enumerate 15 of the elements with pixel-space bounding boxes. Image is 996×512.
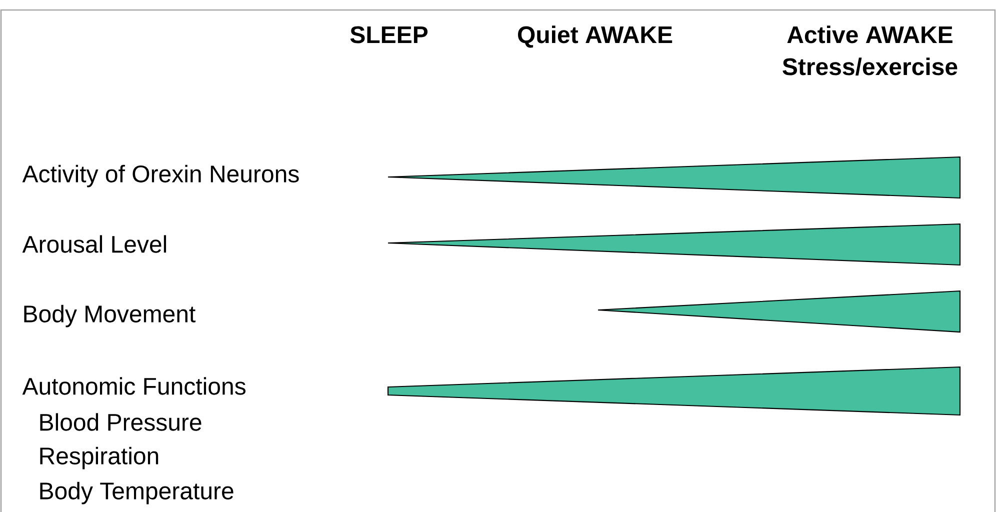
row-label: Body Movement [24, 304, 196, 328]
row-label: Autonomic Functions [22, 377, 246, 395]
wedge [387, 156, 961, 199]
row-label: Blood Pressure [40, 413, 202, 431]
wedge [387, 223, 961, 266]
row-label: Respiration [40, 446, 158, 470]
column-header: Active AWAKE [787, 26, 952, 44]
column-header: Stress/exercise [782, 58, 958, 76]
row-label: Body Temperature [40, 482, 234, 504]
column-header: Quiet AWAKE [518, 26, 672, 48]
wedge [387, 366, 961, 416]
column-header: SLEEP [350, 26, 428, 44]
row-label: Activity of Orexin Neurons [22, 164, 299, 188]
row-label: Arousal Level [22, 235, 166, 253]
wedge [597, 290, 961, 333]
